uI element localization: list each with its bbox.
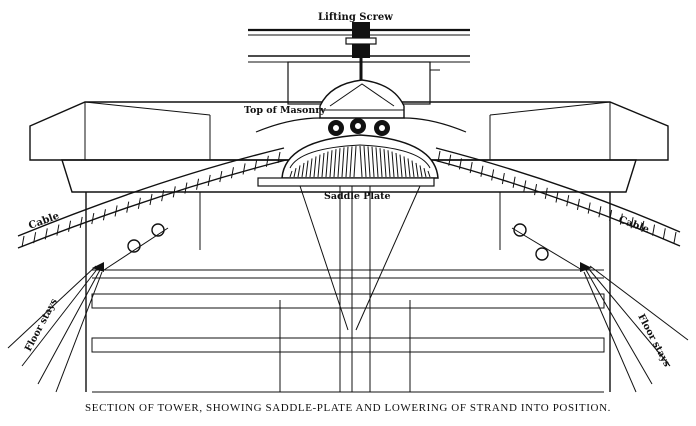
floor-stays-right [511,227,689,393]
tower-body [85,192,611,393]
tower-cap [29,101,669,193]
cable-left [17,147,287,249]
cable-right [433,147,681,247]
lifting-screw [248,22,470,92]
saddle-plate [257,134,439,187]
label-lifting-screw: Lifting Screw [318,12,393,23]
label-floor-stays-right: Floor stays [635,312,672,368]
strand-lines [299,185,421,392]
label-top-of-masonry: Top of Masonry [244,105,326,116]
lifting-cage [255,79,467,136]
label-cable-left: Cable [27,211,60,232]
floor-stays-left [7,227,169,393]
label-floor-stays-left: Floor stays [23,297,60,353]
figure-caption: SECTION OF TOWER, SHOWING SADDLE-PLATE A… [85,402,611,414]
pulleys [92,223,592,272]
label-saddle-plate: Saddle Plate [324,191,391,202]
